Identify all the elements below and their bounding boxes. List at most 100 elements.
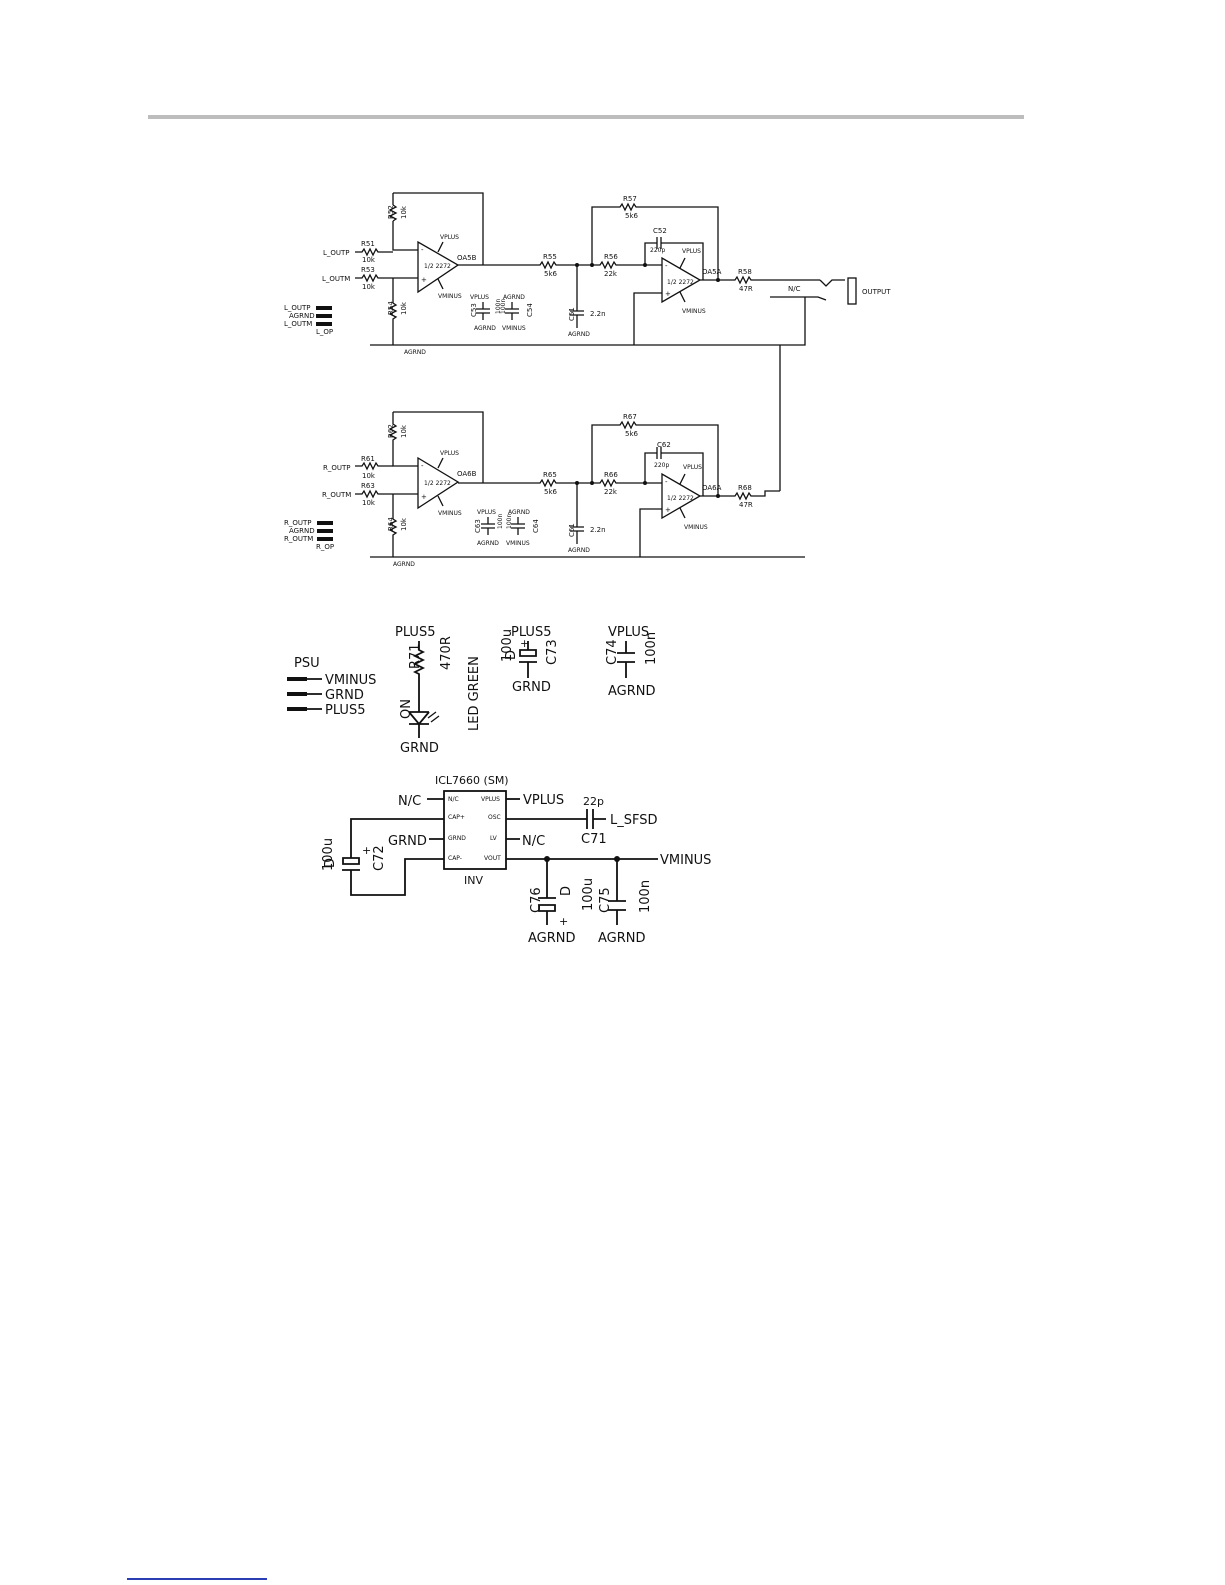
r53-label: R53: [361, 266, 375, 274]
svg-text:GRND: GRND: [400, 741, 439, 756]
r55-value: 5k6: [544, 270, 558, 278]
c73-label: C73: [545, 639, 560, 665]
c53-label: C53: [470, 303, 478, 317]
oa6b-part: 1/2 2272: [424, 480, 451, 487]
svg-text:LV: LV: [490, 835, 498, 842]
c61-value: 2.2n: [590, 526, 606, 534]
c54-label: C54: [526, 303, 534, 317]
r55-label: R55: [543, 253, 557, 261]
c54-value: 100n: [500, 299, 507, 314]
oa6a-part: 1/2 2272: [667, 495, 694, 502]
r71-value: 470R: [439, 636, 454, 670]
c75-value: 100n: [638, 880, 653, 913]
svg-text:VPLUS: VPLUS: [523, 793, 564, 808]
svg-text:VMINUS: VMINUS: [438, 293, 462, 300]
svg-text:VMINUS: VMINUS: [325, 673, 376, 688]
led-label: LED GREEN: [467, 656, 482, 731]
r62-value: 10k: [400, 424, 408, 438]
c74-label: C74: [605, 639, 620, 665]
svg-text:+: +: [559, 915, 568, 928]
c63-label: C63: [474, 519, 482, 533]
svg-text:N/C: N/C: [448, 796, 459, 803]
svg-text:AGRND: AGRND: [528, 931, 576, 946]
c72-d: D: [323, 858, 338, 868]
c76-d: D: [559, 886, 574, 896]
r58-value: 47R: [739, 285, 753, 293]
left-channel: R52 10k L_OUTP R51 10k L_OUTM R53 10k R5…: [284, 192, 891, 356]
svg-text:VPLUS: VPLUS: [683, 464, 702, 471]
svg-text:R_OUTP: R_OUTP: [284, 519, 312, 527]
c62-value: 220p: [654, 462, 669, 469]
c63-value: 100n: [497, 514, 504, 529]
opamp-oa5b: [417, 240, 460, 294]
svg-text:GRND: GRND: [448, 835, 466, 842]
r68-value: 47R: [739, 501, 753, 509]
svg-text:AGRND: AGRND: [608, 684, 656, 699]
svg-text:AGRND: AGRND: [598, 931, 646, 946]
icl7660-chip: [443, 790, 507, 870]
c76-value: 100u: [581, 878, 596, 911]
svg-text:VPLUS: VPLUS: [477, 509, 496, 516]
svg-text:AGRND: AGRND: [568, 547, 590, 554]
svg-text:AGRND: AGRND: [404, 349, 426, 356]
c61-label: C61: [568, 523, 576, 537]
r65-label: R65: [543, 471, 557, 479]
svg-text:VMINUS: VMINUS: [682, 308, 706, 315]
r56-value: 22k: [604, 270, 618, 278]
svg-text:L_OUTP: L_OUTP: [284, 304, 311, 312]
plus5-c73-label: PLUS5: [511, 625, 551, 640]
r-outp-label: R_OUTP: [323, 464, 351, 472]
r71-label: R71: [408, 643, 423, 669]
svg-text:CAP-: CAP-: [448, 855, 462, 862]
l-sfsd-label: L_SFSD: [610, 813, 658, 828]
svg-text:VOUT: VOUT: [484, 855, 501, 862]
c64-label: C64: [532, 519, 540, 533]
r51-label: R51: [361, 240, 375, 248]
svg-text:VPLUS: VPLUS: [440, 234, 459, 241]
r58-label: R58: [738, 268, 752, 276]
resistor-r52: [388, 204, 398, 222]
svg-text:AGRND: AGRND: [503, 294, 525, 301]
c53-value: 100n: [495, 299, 502, 314]
svg-text:PLUS5: PLUS5: [325, 703, 365, 718]
psu-label: PSU: [294, 656, 320, 671]
svg-text:OSC: OSC: [488, 814, 501, 821]
r52-label: R52: [387, 205, 395, 219]
r-outm-label: R_OUTM: [322, 491, 351, 499]
c64-value: 100n: [506, 514, 513, 529]
r67-label: R67: [623, 413, 637, 421]
nc-output-label: N/C: [788, 285, 801, 293]
r56-label: R56: [604, 253, 618, 261]
svg-text:N/C: N/C: [398, 794, 421, 809]
svg-text:VPLUS: VPLUS: [470, 294, 489, 301]
r62-label: R62: [387, 424, 395, 438]
svg-text:-: -: [665, 262, 668, 270]
l-outp-label: L_OUTP: [323, 249, 350, 257]
vplus-c74-label: VPLUS: [608, 625, 649, 640]
svg-text:+: +: [665, 506, 671, 514]
r67-value: 5k6: [625, 430, 639, 438]
right-channel: R62 10k R_OUTP R61 10k R_OUTM R63 10k R6…: [284, 411, 805, 568]
svg-text:VMINUS: VMINUS: [502, 325, 526, 332]
output-jack: [847, 277, 857, 305]
svg-text:VPLUS: VPLUS: [682, 248, 701, 255]
l-outm-label: L_OUTM: [322, 275, 350, 283]
svg-text:CAP+: CAP+: [448, 814, 465, 821]
svg-text:L_OP: L_OP: [316, 328, 333, 336]
power-section: PSU VMINUS GRND PLUS5 PLUS5 R71 470R ON …: [287, 625, 711, 946]
c52-value: 220p: [650, 247, 665, 254]
r57-label: R57: [623, 195, 637, 203]
svg-text:AGRND: AGRND: [393, 561, 415, 568]
svg-text:AGRND: AGRND: [474, 325, 496, 332]
svg-text:R_OUTM: R_OUTM: [284, 535, 313, 543]
inv-label: INV: [464, 874, 483, 887]
c76-label: C76: [529, 887, 544, 913]
icl-label: ICL7660 (SM): [435, 774, 509, 787]
footer-link-rule: [127, 1578, 267, 1580]
r61-value: 10k: [362, 472, 376, 480]
svg-text:VPLUS: VPLUS: [481, 796, 500, 803]
svg-text:VPLUS: VPLUS: [440, 450, 459, 457]
r68-label: R68: [738, 484, 752, 492]
svg-text:+: +: [421, 276, 427, 284]
svg-text:GRND: GRND: [388, 834, 427, 849]
